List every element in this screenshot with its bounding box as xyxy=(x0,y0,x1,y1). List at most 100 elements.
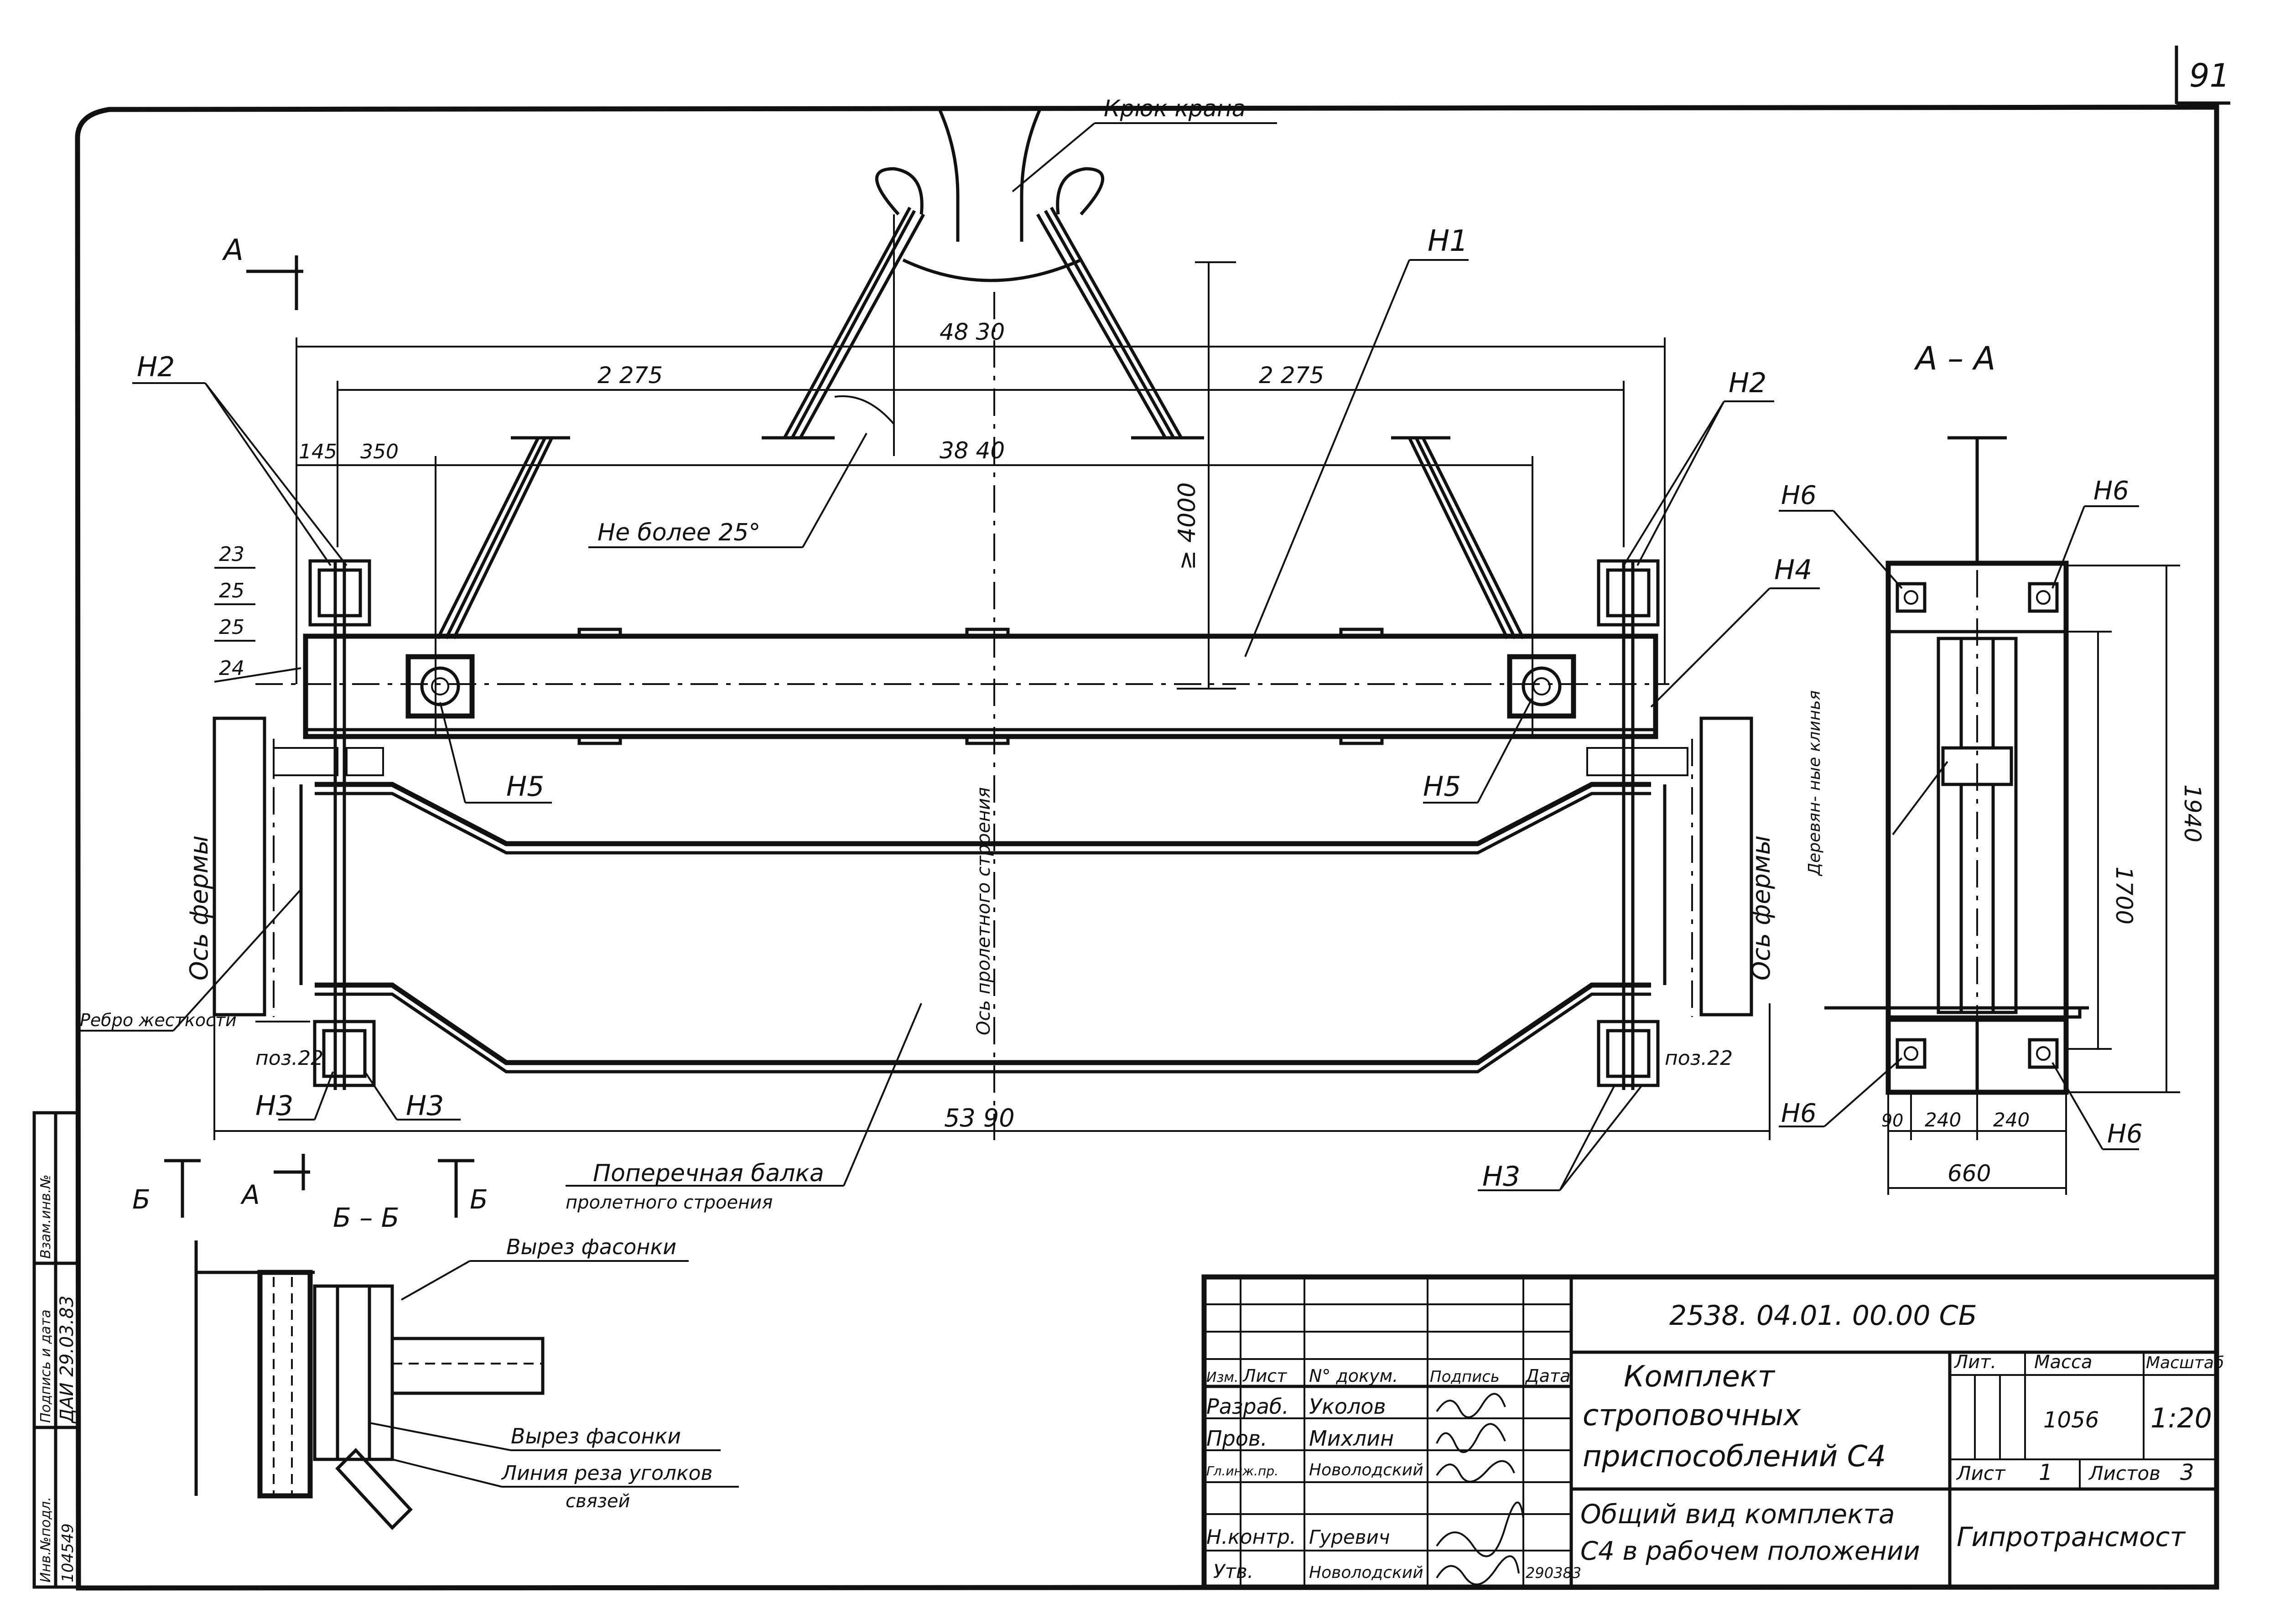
svg-text:Разраб.: Разраб. xyxy=(1206,1394,1289,1419)
svg-text:Н.контр.: Н.контр. xyxy=(1206,1525,1296,1549)
label-n3-b: Н3 xyxy=(406,1090,444,1122)
stamp-signature-value: ДАИ 29.03.83 xyxy=(57,1296,78,1424)
truss-axis-left-label: Ось фермы xyxy=(185,835,213,981)
svg-text:90: 90 xyxy=(1881,1110,1903,1131)
dim-1940: 1940 xyxy=(2179,784,2206,842)
section-aa-title: А – А xyxy=(1914,340,1995,377)
label-n5-left: Н5 xyxy=(506,771,544,803)
truss-axis-right-label: Ось фермы xyxy=(1747,835,1776,981)
signature-4 xyxy=(1436,1501,1524,1557)
angle-arc xyxy=(834,395,895,425)
bottom-dimension: 53 90 xyxy=(213,1003,1771,1140)
svg-text:Н6: Н6 xyxy=(1781,481,1817,510)
cut-gusset-1-label: Вырез фасонки xyxy=(506,1235,676,1259)
svg-text:Н6: Н6 xyxy=(1781,1099,1817,1128)
svg-text:Лит.: Лит. xyxy=(1953,1352,1996,1373)
svg-text:24: 24 xyxy=(219,657,244,680)
truss-left xyxy=(213,716,384,1017)
cut-gusset-2-label: Вырез фасонки xyxy=(511,1424,681,1448)
svg-text:Гл.инж.пр.: Гл.инж.пр. xyxy=(1206,1463,1278,1479)
svg-text:Михлин: Михлин xyxy=(1309,1426,1394,1451)
svg-text:А: А xyxy=(240,1179,260,1210)
svg-text:240: 240 xyxy=(1993,1109,2030,1131)
svg-text:290383: 290383 xyxy=(1526,1564,1581,1582)
label-n2-right: Н2 xyxy=(1729,367,1766,399)
document-number: 2538. 04.01. 00.00 СБ xyxy=(1669,1300,1977,1332)
title-line2: строповочных xyxy=(1583,1399,1801,1432)
pos22-right: поз.22 xyxy=(1665,1047,1733,1070)
svg-text:Подпись: Подпись xyxy=(1430,1368,1500,1386)
section-a-a: А – А 1700 1940 xyxy=(1779,340,2206,1195)
svg-text:Дата: Дата xyxy=(1525,1366,1570,1386)
crane-hook xyxy=(875,109,1104,282)
svg-text:Н6: Н6 xyxy=(2093,476,2129,506)
svg-text:Лист: Лист xyxy=(1956,1462,2006,1484)
dim-2275-left: 2 275 xyxy=(597,362,663,389)
signature-2 xyxy=(1436,1423,1506,1453)
truss-right xyxy=(1586,716,1753,1017)
title-line1: Комплект xyxy=(1624,1360,1776,1394)
section-b-b: Б – Б Вырез фасонки Вырез фасонки Линия … xyxy=(194,1202,739,1531)
svg-text:Листов: Листов xyxy=(2088,1462,2161,1484)
subtitle-line2: С4 в рабочем положении xyxy=(1580,1536,1920,1566)
label-n3-a: Н3 xyxy=(255,1090,293,1122)
dim-2275-right: 2 275 xyxy=(1259,362,1324,389)
pin-plate-right xyxy=(1507,654,1576,719)
svg-text:Пров.: Пров. xyxy=(1206,1426,1267,1451)
page-number: 91 xyxy=(2189,57,2230,94)
svg-text:Изм.: Изм. xyxy=(1206,1370,1239,1385)
svg-text:Утв.: Утв. xyxy=(1213,1560,1253,1582)
scale-value: 1:20 xyxy=(2150,1402,2212,1434)
svg-text:660: 660 xyxy=(1948,1160,1991,1187)
signature-3 xyxy=(1436,1460,1515,1483)
spreader-beam xyxy=(255,628,1669,745)
wood-wedges-label: Деревян- ные клинья xyxy=(1805,690,1824,877)
svg-text:Масштаб: Масштаб xyxy=(2146,1354,2224,1372)
height-dimension: ≥ 4000 xyxy=(1174,261,1236,690)
left-hanger xyxy=(308,559,376,1090)
dim-1700: 1700 xyxy=(2111,866,2137,924)
span-crossbeam xyxy=(315,292,1651,1140)
dim-4000: ≥ 4000 xyxy=(1174,483,1201,570)
bracing-cut-1-label: Линия реза уголков xyxy=(501,1462,712,1485)
page-number-box: 91 xyxy=(2175,46,2230,105)
position-leaders: Н2 Н2 Н1 Н4 Н5 Н5 Н3 Н3 xyxy=(132,224,1820,1193)
label-n2-left: Н2 xyxy=(137,351,175,383)
dim-145: 145 xyxy=(299,440,337,463)
pin-plate-left xyxy=(405,654,475,719)
title-line3: приспособлений С4 xyxy=(1583,1440,1886,1474)
svg-text:1: 1 xyxy=(2039,1460,2053,1485)
hook-leader xyxy=(1012,122,1096,192)
stack-dimensions: 23 25 25 24 xyxy=(214,543,301,683)
svg-text:23: 23 xyxy=(219,543,244,566)
organization: Гипротрансмост xyxy=(1957,1521,2186,1552)
section-bb-title: Б – Б xyxy=(333,1202,399,1233)
svg-text:Уколов: Уколов xyxy=(1309,1394,1386,1419)
mass-value: 1056 xyxy=(2043,1407,2099,1433)
dim-5390: 53 90 xyxy=(944,1104,1015,1132)
label-n3-right: Н3 xyxy=(1482,1161,1520,1193)
svg-text:Н6: Н6 xyxy=(2107,1119,2143,1149)
svg-text:А: А xyxy=(222,233,244,267)
signature-5 xyxy=(1436,1555,1520,1586)
dim-350: 350 xyxy=(360,440,399,463)
svg-text:Б: Б xyxy=(470,1184,488,1215)
svg-text:Масса: Масса xyxy=(2034,1352,2093,1373)
label-n5-right: Н5 xyxy=(1423,771,1461,803)
lower-slings xyxy=(436,436,1525,639)
svg-text:Новолодский: Новолодский xyxy=(1309,1563,1423,1582)
section-a-marker-top: А xyxy=(222,233,303,310)
top-dimensions: 48 30 2 275 2 275 145 350 38 40 xyxy=(296,319,1666,739)
stamp-inventory-value: 104549 xyxy=(59,1523,77,1582)
drawing-frame xyxy=(75,104,2219,1591)
stamp-inventory-label: Инв.№подл. xyxy=(38,1497,54,1582)
stamp-replacement-label: Взам.инв.№ xyxy=(38,1174,54,1259)
pos22-left: поз.22 xyxy=(255,1047,323,1070)
bracing-cut-2-label: связей xyxy=(566,1491,630,1512)
svg-text:25: 25 xyxy=(219,579,244,602)
subtitle-line1: Общий вид комплекта xyxy=(1580,1499,1895,1530)
svg-text:Гуревич: Гуревич xyxy=(1309,1526,1390,1548)
svg-text:3: 3 xyxy=(2180,1460,2194,1485)
label-n4: Н4 xyxy=(1774,554,1812,586)
